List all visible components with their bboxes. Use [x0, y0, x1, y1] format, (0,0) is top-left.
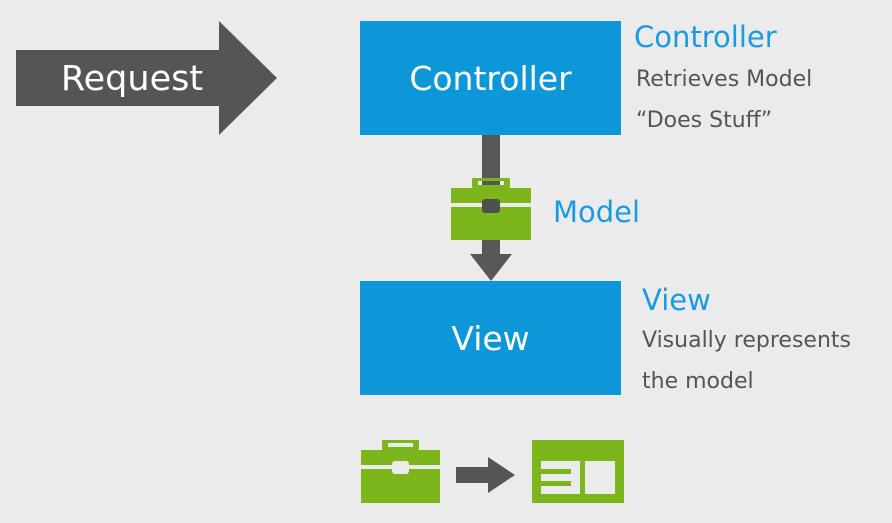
model-label: Model [553, 195, 641, 229]
arrow-right-icon [456, 457, 515, 493]
toolbox-icon [361, 440, 440, 503]
view-description-line-1: Visually represents [642, 328, 851, 353]
controller-description-line-1: Retrieves Model [636, 67, 813, 92]
view-description-line-2: the model [642, 369, 754, 394]
view-box-label: View [451, 318, 530, 358]
controller-box: Controller [360, 21, 621, 135]
request-label: Request [60, 59, 204, 99]
view-box: View [360, 281, 621, 395]
controller-box-label: Controller [409, 58, 572, 98]
toolbox-icon [451, 178, 531, 240]
view-title: View [642, 283, 711, 317]
controller-description-line-2: “Does Stuff” [636, 108, 773, 133]
controller-title: Controller [634, 20, 777, 54]
request-arrow [16, 21, 277, 135]
layout-icon [532, 440, 624, 503]
